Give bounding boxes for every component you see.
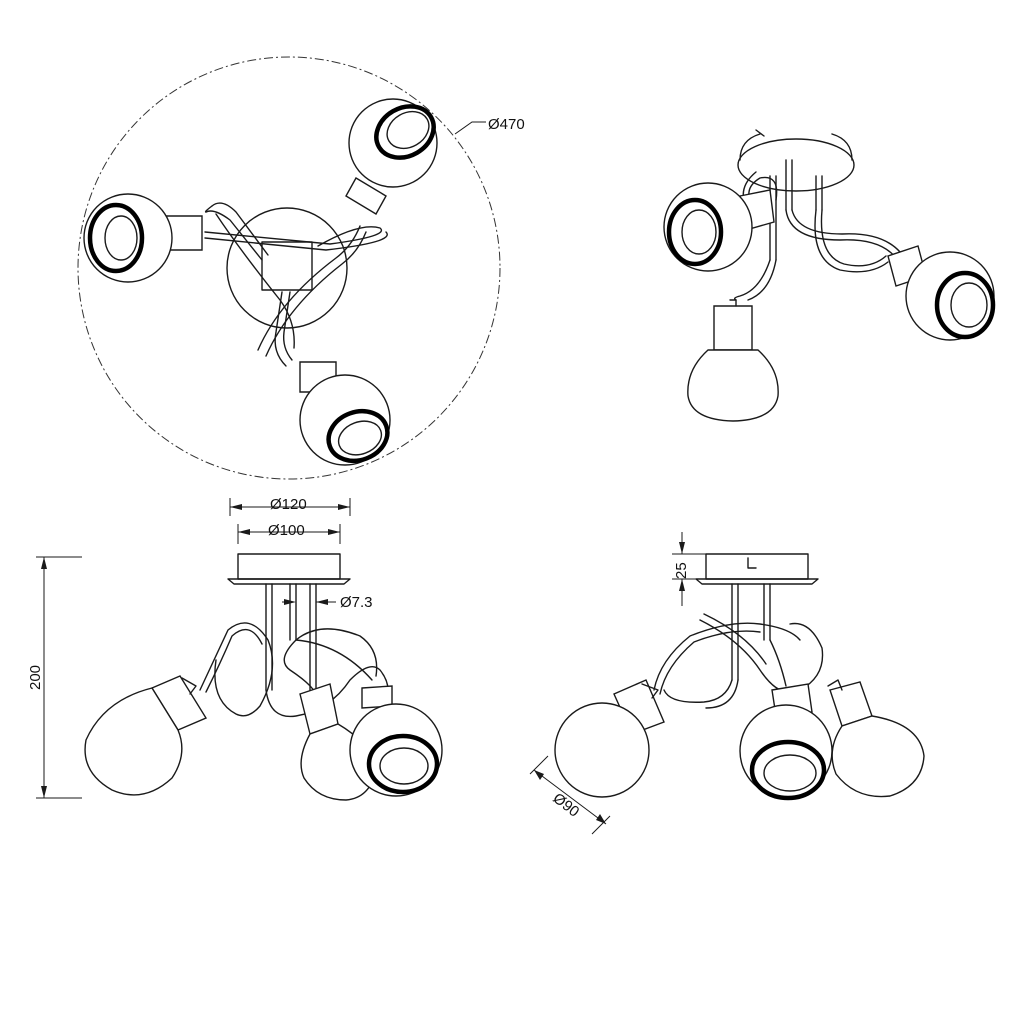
- top-view-shade-2: [83, 193, 203, 283]
- perspective-view: [663, 129, 996, 422]
- front-shade-left: [84, 675, 208, 796]
- rod-diameter-label: Ø7.3: [340, 594, 373, 611]
- arm-left: [211, 202, 269, 256]
- canopy-height-label: 25: [673, 562, 690, 579]
- perspective-shade-right: [887, 245, 996, 341]
- perspective-shade-hanging: [687, 299, 779, 422]
- side-shade-right: [827, 679, 925, 798]
- arm-upper: [204, 226, 383, 247]
- side-shade-centre: [739, 683, 833, 801]
- front-elevation: Ø120 Ø100 Ø7.3: [27, 496, 443, 801]
- top-view: Ø470: [77, 56, 525, 480]
- top-view-shade-3: [299, 361, 391, 466]
- arm-lower: [274, 291, 287, 367]
- canopy-outer-diameter-label: Ø120: [270, 496, 307, 513]
- canopy-inner-diameter-label: Ø100: [268, 522, 305, 539]
- span-circle: [77, 56, 501, 480]
- side-canopy: [705, 553, 809, 580]
- side-shade-left: [554, 679, 665, 798]
- canopy-disk: [226, 207, 348, 329]
- front-shade-right: [349, 685, 443, 797]
- side-elevation: 25: [529, 532, 925, 835]
- perspective-shade-left: [663, 182, 775, 272]
- perspective-canopy: [737, 138, 855, 192]
- top-view-shade-1: [345, 98, 438, 215]
- height-dimension-label: 200: [27, 665, 44, 690]
- shade-diameter-label: Ø90: [550, 790, 583, 821]
- span-dimension-label: Ø470: [488, 116, 525, 133]
- front-canopy: [237, 553, 341, 580]
